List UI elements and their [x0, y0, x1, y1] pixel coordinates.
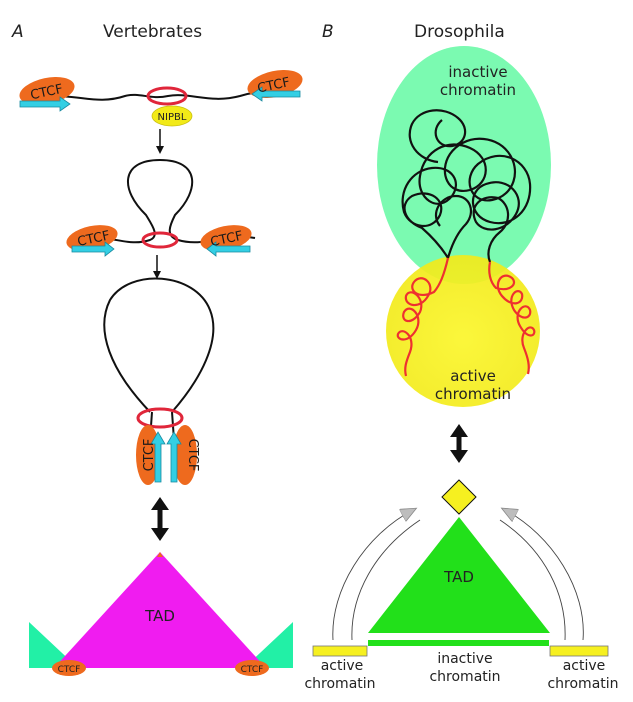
- right-active-label-line1: active: [563, 658, 606, 674]
- inactive-chromatin-fiber: [401, 109, 532, 263]
- step3-large-loop: CTCF CTCF: [103, 277, 215, 485]
- inactive-label-line2: chromatin: [440, 81, 516, 99]
- cohesin-ring: [146, 86, 188, 106]
- curved-arrow: [332, 510, 413, 641]
- ctcf-convergent-left: CTCF: [136, 425, 166, 485]
- step2-small-loop: CTCF CTCF: [66, 158, 256, 279]
- tad-apex-marker: [441, 479, 477, 515]
- equivalence-arrow-a: [151, 497, 169, 541]
- tad-b: TAD active chromatin inactive chromatin …: [304, 479, 619, 692]
- inactive-label-line1-b: inactive: [437, 651, 492, 667]
- left-active-label-line2: chromatin: [304, 676, 375, 692]
- ctcf-label: CTCF: [256, 75, 291, 96]
- active-label-line2: chromatin: [435, 385, 511, 403]
- ctcf-right-2: CTCF: [200, 225, 252, 257]
- tad-boundary-right: [244, 622, 293, 668]
- ctcf-orientation-arrow: [19, 96, 71, 112]
- ctcf-label: CTCF: [58, 665, 81, 675]
- right-active-label-line2: chromatin: [547, 676, 618, 692]
- panel-a-letter: A: [11, 22, 24, 42]
- active-chromatin-fiber-right: [488, 261, 536, 375]
- step1-linear-chromatin: CTCF CTCF NIPBL: [19, 70, 303, 154]
- ctcf-label: CTCF: [209, 229, 244, 250]
- cohesin-ring: [141, 231, 179, 249]
- left-active-label-line1: active: [321, 658, 364, 674]
- curved-arrow: [505, 510, 584, 641]
- ctcf-label: CTCF: [76, 228, 111, 249]
- ctcf-left-1: CTCF: [19, 77, 75, 112]
- ctcf-label: CTCF: [241, 665, 264, 675]
- ctcf-label: CTCF: [29, 82, 64, 103]
- tad-triangle: [368, 517, 550, 633]
- chromatin-loop: [103, 277, 215, 413]
- panel-b-title: Drosophila: [414, 22, 505, 42]
- nipbl-label: NIPBL: [158, 112, 187, 123]
- equivalence-arrow-b: [450, 424, 468, 463]
- tad-label: TAD: [443, 568, 474, 586]
- nipbl: NIPBL: [151, 105, 193, 127]
- panel-a: A Vertebrates CTCF CTCF NIPBL: [11, 22, 303, 676]
- inactive-chromatin-bar: [368, 640, 549, 646]
- active-label-line1: active: [450, 367, 496, 385]
- ctcf-left-2: CTCF: [66, 225, 118, 257]
- ctcf-label: CTCF: [185, 439, 200, 472]
- ctcf-anchor-left: CTCF: [52, 660, 86, 676]
- active-chromatin-bar-left: [312, 645, 368, 657]
- ctcf-label: CTCF: [142, 439, 157, 472]
- panel-b-letter: B: [322, 22, 334, 42]
- ctcf-right-1: CTCF: [247, 70, 303, 102]
- active-chromatin-fiber-left: [396, 257, 450, 377]
- tad-label: TAD: [144, 607, 175, 625]
- tad-triangle: [54, 552, 266, 668]
- active-chromatin-bar-right: [549, 645, 609, 657]
- panel-b: B Drosophila inactive chromatin active c…: [304, 22, 618, 692]
- inactive-label-line1: inactive: [448, 63, 507, 81]
- tad-a: TAD CTCF CTCF: [29, 552, 293, 676]
- ctcf-anchor-right: CTCF: [235, 660, 269, 676]
- ctcf-convergent-right: CTCF: [166, 425, 200, 485]
- active-chromatin-region: [386, 255, 540, 407]
- cohesin-ring: [136, 407, 184, 429]
- ctcf-orientation-arrow: [251, 86, 301, 102]
- inactive-label-line2-b: chromatin: [429, 669, 500, 685]
- panel-a-title: Vertebrates: [103, 22, 202, 42]
